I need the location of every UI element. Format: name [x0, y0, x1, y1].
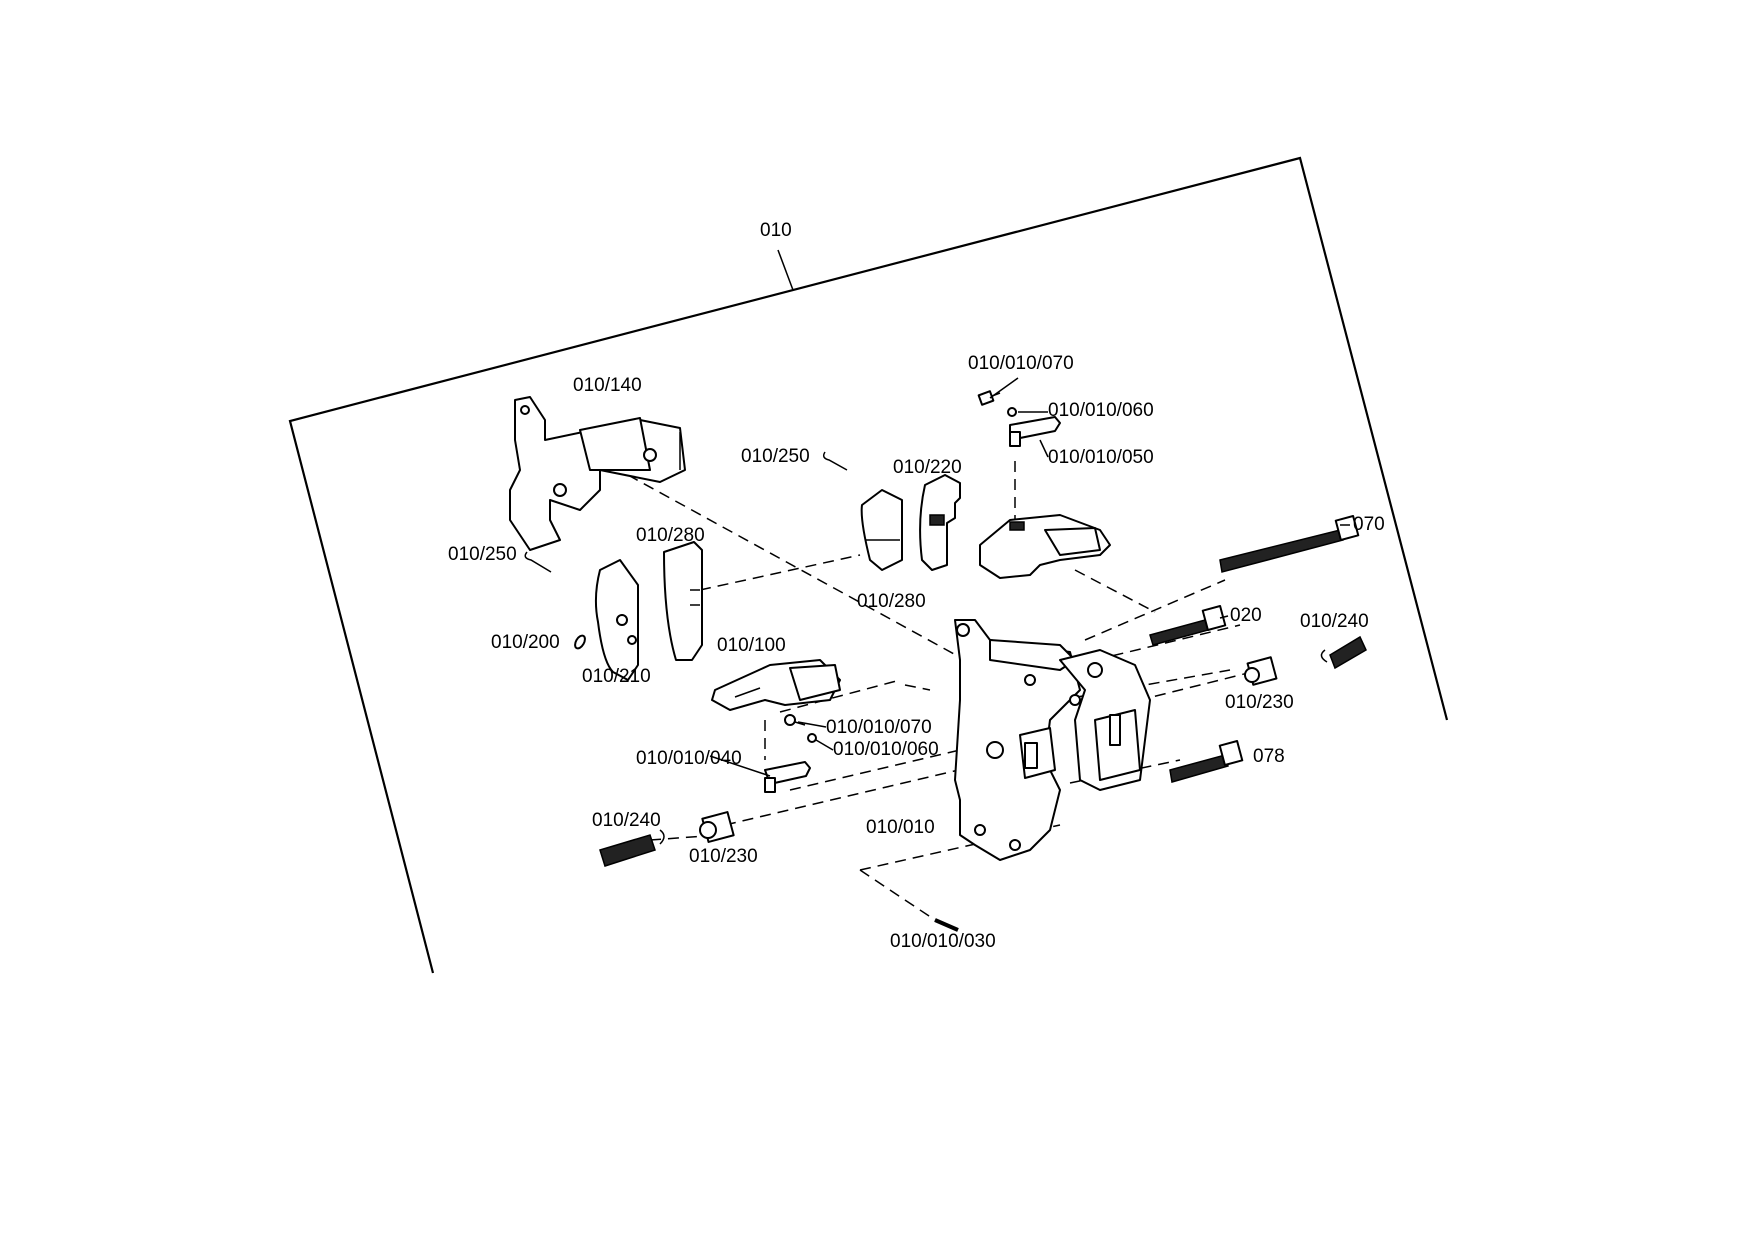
part-010-230-bushing-a [1244, 656, 1278, 686]
part-020-bolt [1149, 605, 1227, 646]
label-010-010-030: 010/010/030 [890, 931, 996, 952]
label-010: 010 [760, 220, 792, 241]
part-078-bolt [1169, 740, 1244, 783]
part-010-250-clip-b [524, 551, 552, 573]
label-010-010-070-top: 010/010/070 [968, 353, 1074, 374]
part-010-010-050-holder [979, 514, 1111, 579]
label-010-010-060-top: 010/010/060 [1048, 400, 1154, 421]
part-010-240-spring-b [599, 829, 665, 867]
part-010-010-030-pin [934, 918, 959, 932]
part-010-140-bracket [509, 396, 686, 551]
part-010-010-060-washer-b [807, 733, 817, 743]
part-010-200-pin [574, 634, 586, 650]
label-010-240-a: 010/240 [1300, 611, 1369, 632]
label-010-010-050: 010/010/050 [1048, 447, 1154, 468]
label-010-010-070-b: 010/010/070 [826, 717, 932, 738]
part-010-220-pad [919, 474, 961, 571]
label-010-140: 010/140 [573, 375, 642, 396]
label-078: 078 [1253, 746, 1285, 767]
part-010-210-carrier [594, 559, 639, 681]
part-010-240-spring-a [1320, 635, 1367, 670]
part-010-010-caliper-body [954, 619, 1151, 861]
part-010-230-bushing-b [699, 811, 735, 843]
label-010-100: 010/100 [717, 635, 786, 656]
label-010-220: 010/220 [893, 457, 962, 478]
label-010-230-a: 010/230 [1225, 692, 1294, 713]
part-070-long-bolt [1219, 515, 1360, 573]
label-010-010-040: 010/010/040 [636, 748, 742, 769]
label-010-280-b: 010/280 [857, 591, 926, 612]
label-010-200: 010/200 [491, 632, 560, 653]
part-010-280-pad-a [663, 541, 703, 661]
label-010-010-060-b: 010/010/060 [833, 739, 939, 760]
part-010-010-060-washer-top [1007, 407, 1017, 417]
part-010-100-holder [711, 659, 841, 711]
label-010-250-b: 010/250 [448, 544, 517, 565]
part-010-250-clip-a [822, 451, 848, 471]
label-020: 020 [1230, 605, 1262, 626]
label-010-010: 010/010 [866, 817, 935, 838]
label-010-280-a: 010/280 [636, 525, 705, 546]
label-010-210: 010/210 [582, 666, 651, 687]
label-010-250-a: 010/250 [741, 446, 810, 467]
part-010-010-040-plate [764, 761, 811, 793]
part-010-010-070-screw-b [784, 714, 806, 726]
part-010-280-pad-b [860, 489, 903, 571]
label-070: 070 [1353, 514, 1385, 535]
part-010-010-050-plate [1009, 416, 1061, 447]
label-010-240-b: 010/240 [592, 810, 661, 831]
label-010-230-b: 010/230 [689, 846, 758, 867]
assembly-frame [288, 156, 1449, 974]
part-labels: 010 010/140 010/010/070 010/010/060 010/… [448, 220, 1385, 952]
leader-lines [709, 377, 1350, 777]
